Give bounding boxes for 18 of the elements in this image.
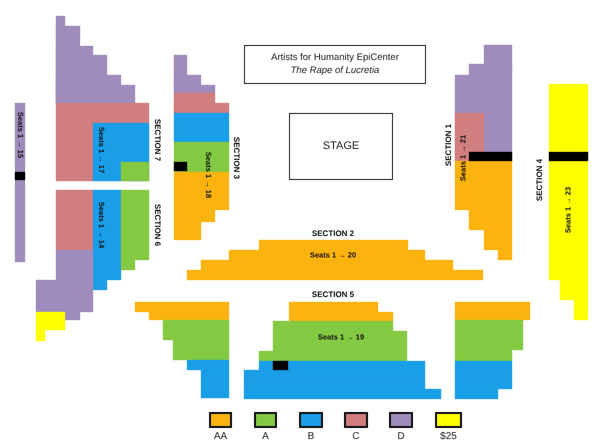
section-label: SECTION 6 — [153, 204, 161, 246]
stage-box — [289, 113, 393, 180]
section-label: SECTION 1 — [445, 124, 453, 166]
venue-title-box — [244, 45, 426, 84]
stage-label: STAGE — [322, 139, 360, 154]
play-title: The Rape of Lucretia — [290, 64, 380, 77]
legend-label: $25 — [440, 431, 457, 442]
section-label: SECTION 3 — [232, 136, 240, 180]
legend-label: A — [262, 431, 269, 442]
legend-label: B — [308, 431, 314, 442]
section-label: SECTION 7 — [153, 118, 161, 162]
section-label: SECTION 5 — [312, 291, 354, 299]
venue-name: Artists for Humanity EpiCenter — [271, 52, 399, 64]
section-label: SECTION 4 — [536, 158, 544, 202]
legend-label: C — [352, 431, 360, 442]
legend-label: D — [397, 431, 405, 442]
section-label: SECTION 2 — [312, 230, 354, 238]
legend-label: AA — [214, 431, 228, 442]
